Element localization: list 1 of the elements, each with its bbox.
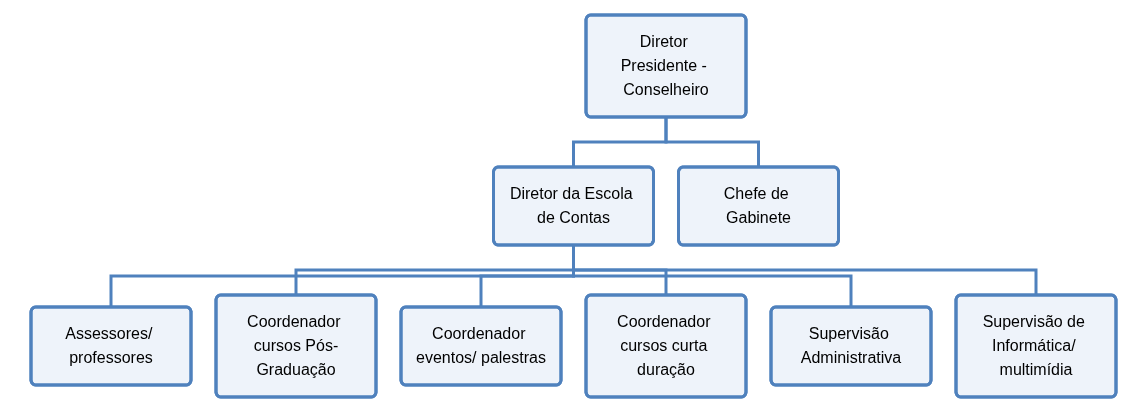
connector [664, 117, 760, 167]
